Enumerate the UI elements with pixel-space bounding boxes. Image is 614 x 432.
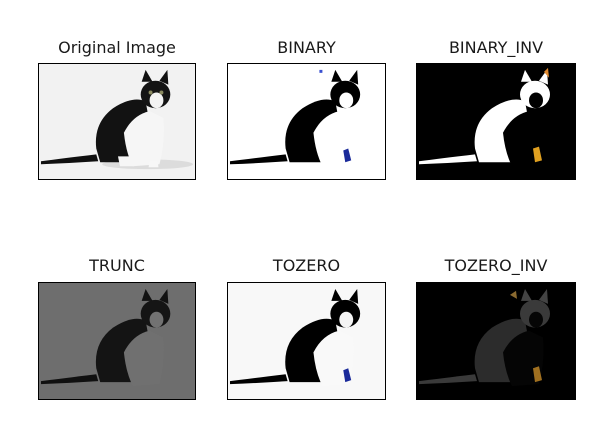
kitten-photo-tozero-inv xyxy=(417,283,575,399)
image-tozero xyxy=(227,282,386,400)
image-binary xyxy=(227,63,386,180)
kitten-photo-binary-inv xyxy=(417,64,575,179)
image-original xyxy=(38,63,196,180)
kitten-photo-tozero xyxy=(228,283,385,399)
panel-original: Original Image xyxy=(38,38,196,180)
kitten-photo-binary xyxy=(228,64,385,179)
image-tozero-inv xyxy=(416,282,576,400)
image-binary-inv xyxy=(416,63,576,180)
panel-binary: BINARY xyxy=(227,38,386,180)
panel-title: TOZERO xyxy=(272,256,341,275)
panel-title: TOZERO_INV xyxy=(444,256,548,275)
panel-trunc: TRUNC xyxy=(38,256,196,400)
panel-tozero-inv: TOZERO_INV xyxy=(416,256,576,400)
panel-title: BINARY_INV xyxy=(448,38,544,57)
panel-title: TRUNC xyxy=(89,256,145,275)
kitten-photo-original xyxy=(39,64,195,179)
image-trunc xyxy=(38,282,196,400)
panel-title: Original Image xyxy=(58,38,176,57)
panel-tozero: TOZERO xyxy=(227,256,386,400)
kitten-photo-trunc xyxy=(39,283,195,399)
panel-binary-inv: BINARY_INV xyxy=(416,38,576,180)
panel-title: BINARY xyxy=(277,38,336,57)
